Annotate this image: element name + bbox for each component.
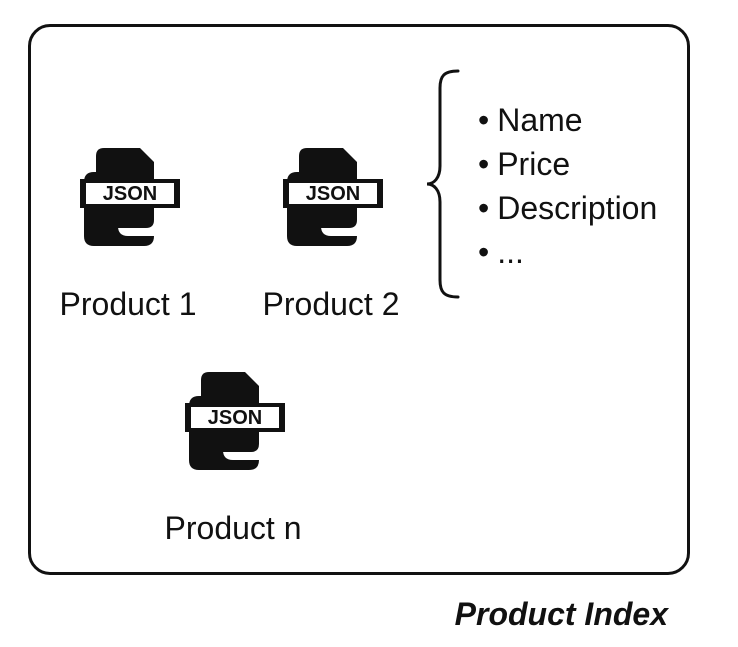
- json-badge-text: JSON: [103, 183, 157, 205]
- product-fields-list: Name Price Description ...: [478, 98, 657, 274]
- json-file-stack-icon: JSON: [80, 148, 180, 246]
- json-file-stack-icon: JSON: [185, 372, 285, 470]
- product-item-2: JSON Product 2: [231, 148, 431, 348]
- product-label: Product 1: [59, 286, 197, 322]
- product-label: Product 2: [262, 286, 400, 322]
- product-item-1: JSON Product 1: [28, 148, 228, 348]
- field-item-description: Description: [478, 186, 657, 230]
- field-item-name: Name: [478, 98, 657, 142]
- field-item-price: Price: [478, 142, 657, 186]
- index-caption: Product Index: [454, 596, 668, 632]
- curly-brace-icon: [426, 69, 460, 299]
- json-badge-text: JSON: [208, 407, 262, 429]
- product-index-container: [28, 24, 690, 575]
- field-item-more: ...: [478, 230, 657, 274]
- json-file-stack-icon: JSON: [283, 148, 383, 246]
- product-item-n: JSON Product n: [133, 372, 333, 572]
- product-label: Product n: [164, 510, 302, 546]
- json-badge-text: JSON: [306, 183, 360, 205]
